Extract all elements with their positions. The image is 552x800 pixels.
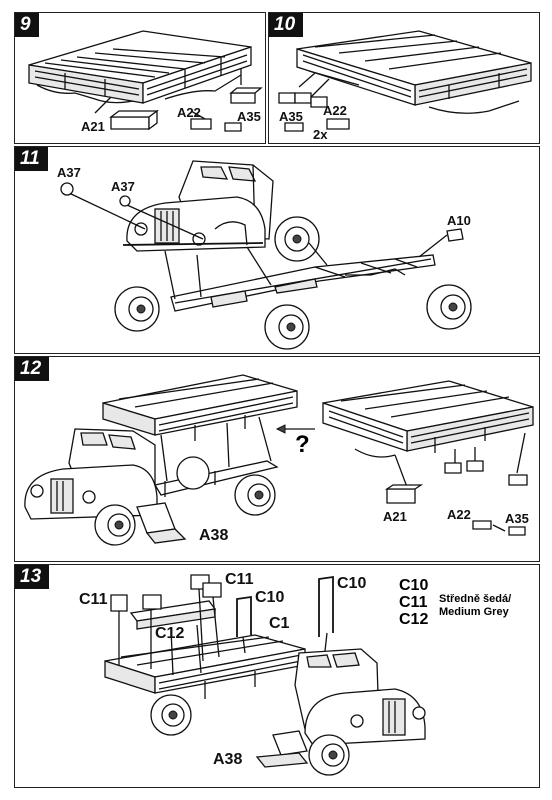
step-number: 13 bbox=[15, 565, 50, 589]
part-label-a22: A22 bbox=[177, 105, 201, 120]
part-label-a10: A10 bbox=[447, 213, 471, 228]
part-label-a35: A35 bbox=[505, 511, 529, 526]
part-label-a38: A38 bbox=[199, 527, 229, 544]
truck-assembly-illustration bbox=[24, 374, 534, 546]
part-label-c1: C1 bbox=[269, 615, 290, 632]
part-label-a37-right: A37 bbox=[111, 179, 135, 194]
paint-color-name: Středně šedá/ Medium Grey bbox=[439, 593, 511, 619]
part-label-a22: A22 bbox=[323, 103, 347, 118]
question-mark: ? bbox=[295, 431, 310, 458]
final-assembly-illustration bbox=[104, 574, 426, 776]
part-label-a38: A38 bbox=[213, 751, 243, 768]
quantity-label: 2x bbox=[313, 127, 328, 142]
step-11-panel: 11 bbox=[14, 146, 540, 354]
paint-legend: C10 C11 C12 Středně šedá/ Medium Grey bbox=[399, 577, 535, 637]
truck-bed-illustration bbox=[28, 30, 263, 132]
part-label-a22: A22 bbox=[447, 507, 471, 522]
part-label-a21: A21 bbox=[383, 509, 407, 524]
paint-color-name-en: Medium Grey bbox=[439, 606, 509, 618]
step-number: 12 bbox=[15, 357, 50, 381]
part-label-a37-left: A37 bbox=[57, 165, 81, 180]
paint-color-name-cz: Středně šedá/ bbox=[439, 593, 512, 605]
chassis-assembly-illustration bbox=[60, 160, 472, 350]
part-label-a35: A35 bbox=[279, 109, 303, 124]
paint-codes: C10 C11 C12 bbox=[399, 577, 535, 628]
step-number: 11 bbox=[15, 147, 48, 171]
step-number: 9 bbox=[15, 13, 39, 37]
paint-code: C11 bbox=[399, 594, 428, 611]
step-12-panel: 12 bbox=[14, 356, 540, 562]
paint-code: C10 bbox=[399, 577, 429, 594]
step-number: 10 bbox=[269, 13, 304, 37]
truck-bed-illustration bbox=[278, 30, 532, 132]
step-10-panel: 10 A35 A22 2x bbox=[268, 12, 540, 144]
part-label-c10-mid: C10 bbox=[255, 589, 285, 606]
part-label-a21: A21 bbox=[81, 119, 105, 134]
part-label-a35: A35 bbox=[237, 109, 261, 124]
part-label-c10-right: C10 bbox=[337, 575, 367, 592]
part-label-c11-left: C11 bbox=[79, 591, 108, 608]
part-label-c11-top: C11 bbox=[225, 571, 254, 588]
step-13-panel: 13 bbox=[14, 564, 540, 788]
step-9-panel: 9 A21 A22 A35 bbox=[14, 12, 266, 144]
part-label-c12: C12 bbox=[155, 625, 185, 642]
paint-code: C12 bbox=[399, 611, 429, 628]
